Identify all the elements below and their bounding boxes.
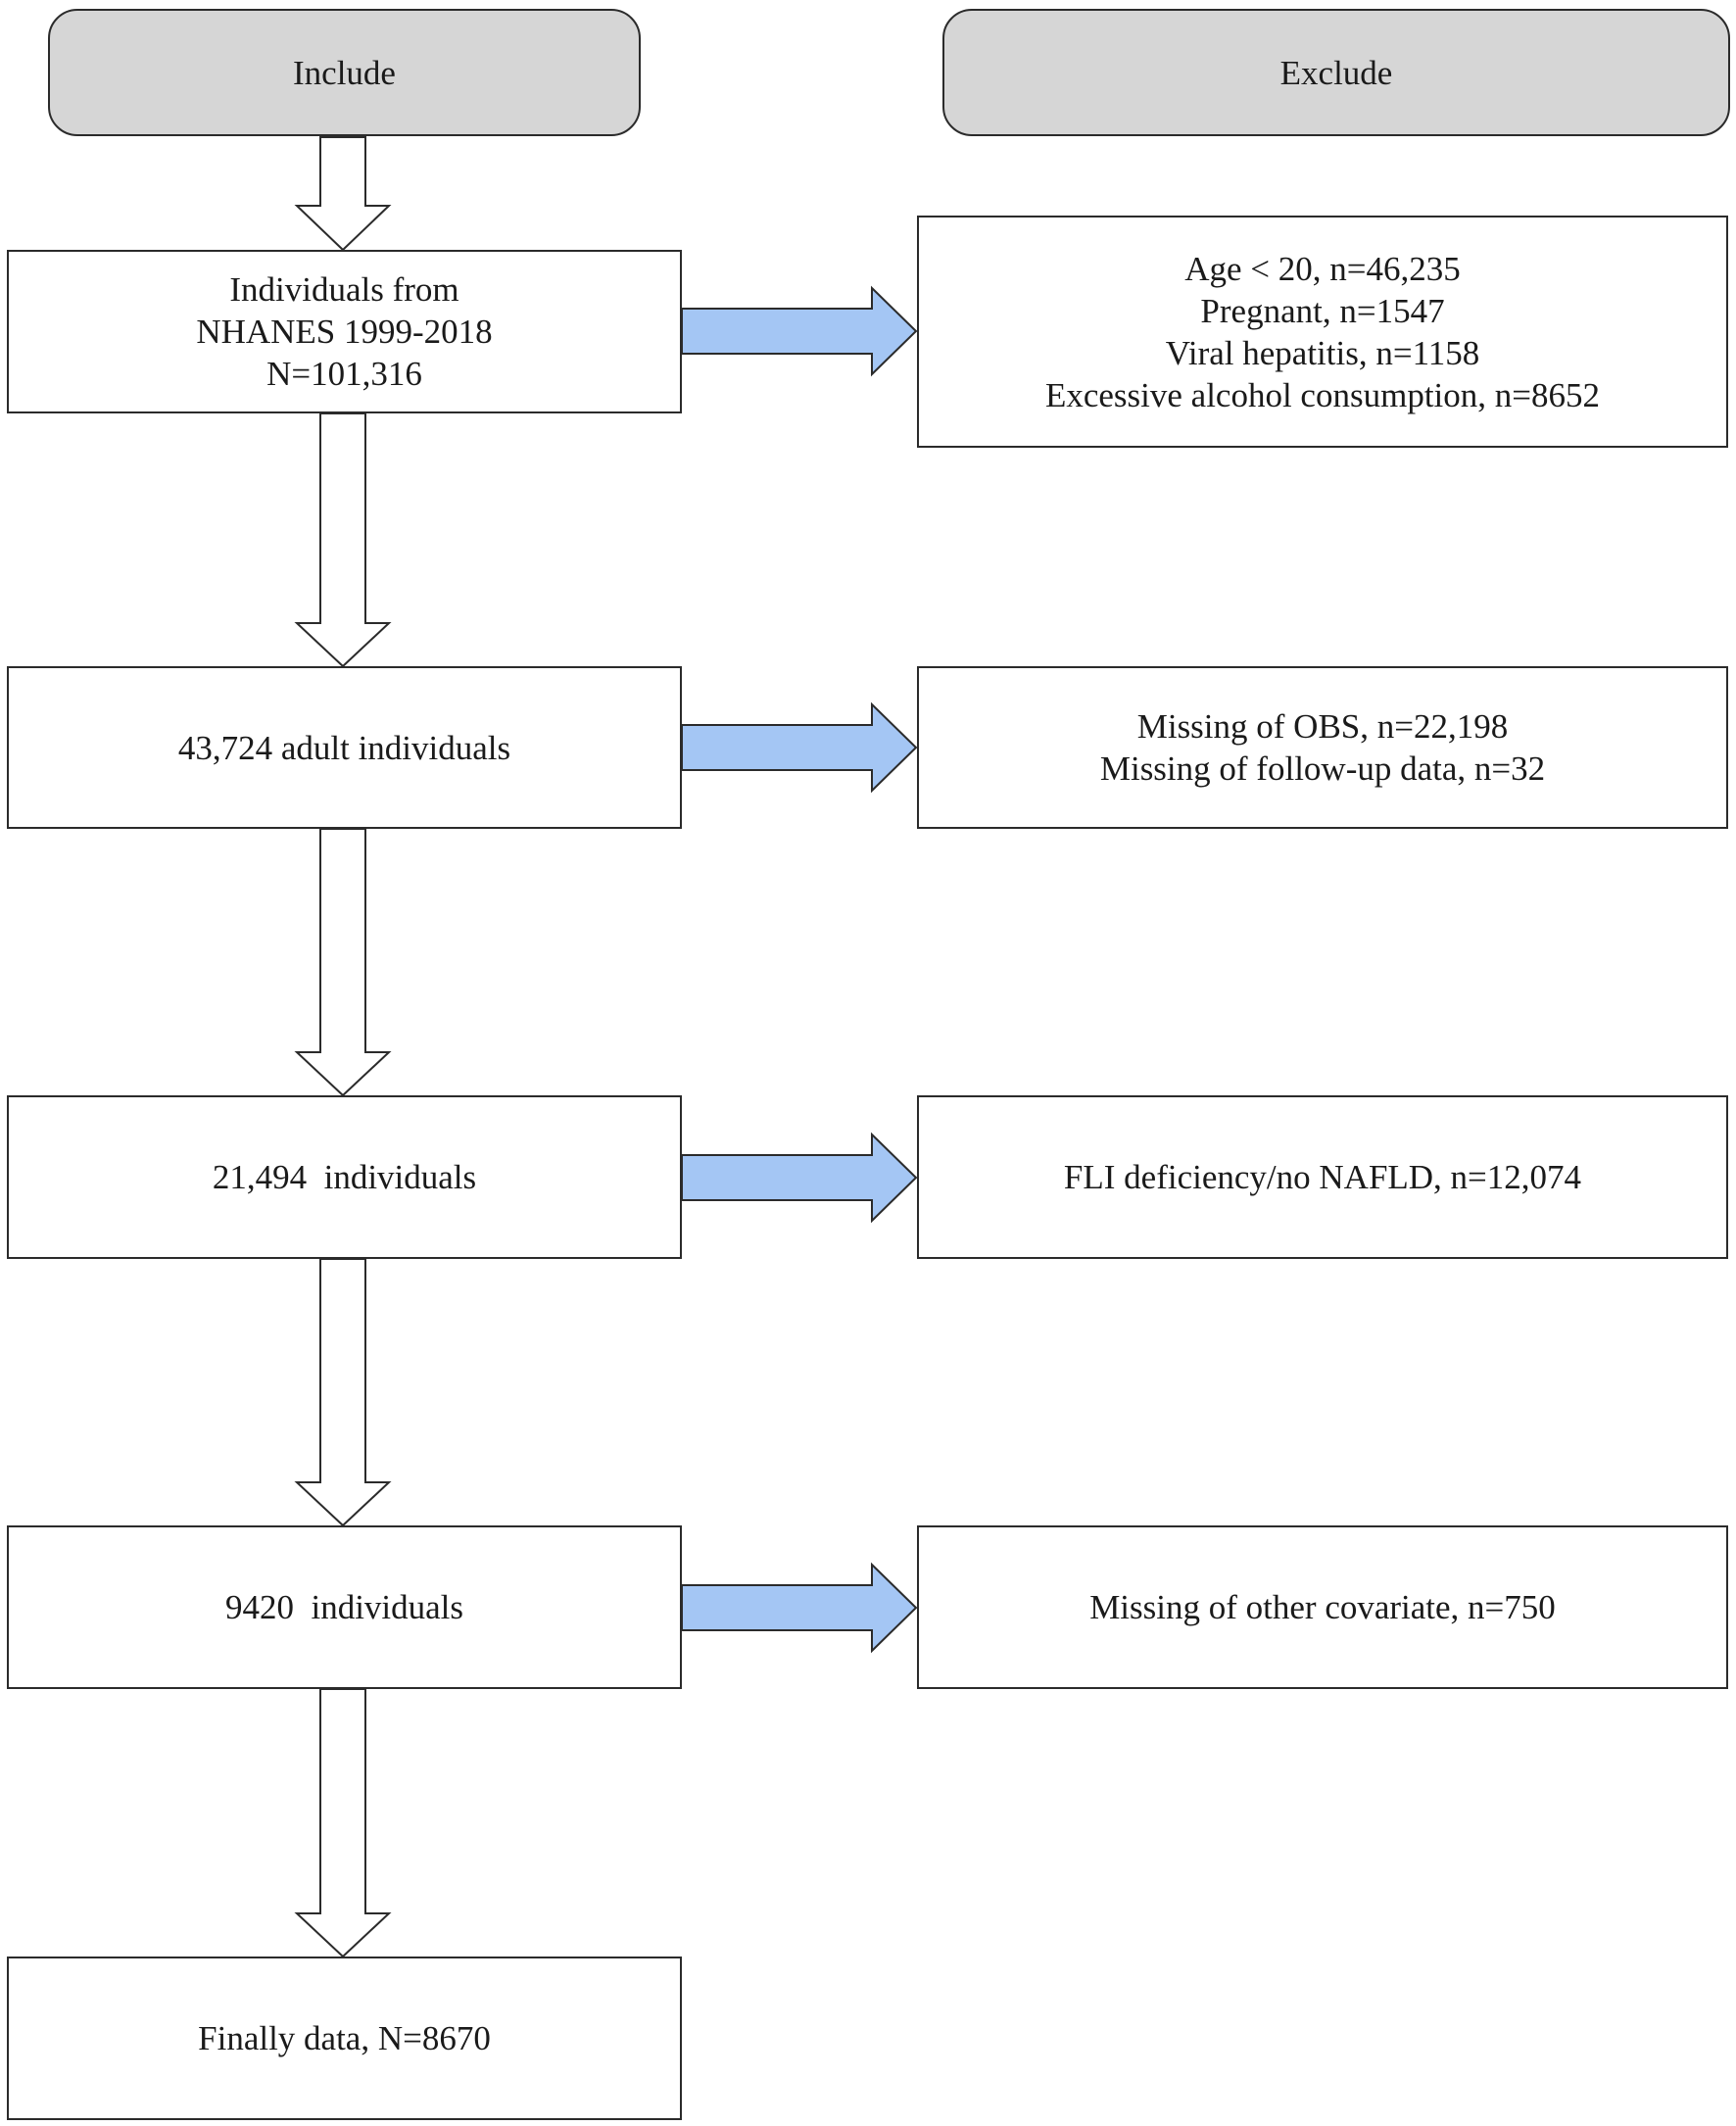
- exclude-header: Exclude: [942, 9, 1730, 136]
- exclude-box-age-pregnancy-hepatitis-alcohol: Age < 20, n=46,235 Pregnant, n=1547 Vira…: [917, 216, 1728, 448]
- exclude-box-missing-obs: Missing of OBS, n=22,198 Missing of foll…: [917, 666, 1728, 829]
- include-box-adults: 43,724 adult individuals: [7, 666, 682, 829]
- box-text-line: Pregnant, n=1547: [1200, 291, 1445, 330]
- down-arrow: [294, 412, 392, 668]
- down-arrow: [294, 1688, 392, 1958]
- down-arrow: [294, 1258, 392, 1527]
- down-arrow: [294, 136, 392, 252]
- exclude-box-covariate: Missing of other covariate, n=750: [917, 1525, 1728, 1689]
- include-box-nhanes: Individuals from NHANES 1999-2018 N=101,…: [7, 250, 682, 413]
- box-text-line: 21,494 individuals: [212, 1158, 477, 1196]
- box-text-line: Individuals from: [229, 270, 459, 309]
- box-text-line: Viral hepatitis, n=1158: [1165, 333, 1480, 372]
- box-text-line: Age < 20, n=46,235: [1184, 249, 1461, 288]
- exclude-box-fli: FLI deficiency/no NAFLD, n=12,074: [917, 1095, 1728, 1259]
- exclude-header-label: Exclude: [1279, 53, 1393, 92]
- box-text-line: Missing of follow-up data, n=32: [1099, 749, 1546, 788]
- down-arrow: [294, 828, 392, 1097]
- include-box-final: Finally data, N=8670: [7, 1957, 682, 2120]
- box-text-line: Missing of OBS, n=22,198: [1136, 707, 1509, 746]
- side-arrow: [681, 701, 918, 794]
- box-text-line: Missing of other covariate, n=750: [1089, 1588, 1556, 1626]
- include-box-9420: 9420 individuals: [7, 1525, 682, 1689]
- side-arrow: [681, 285, 918, 377]
- box-text-line: 43,724 adult individuals: [177, 728, 511, 767]
- box-text-line: NHANES 1999-2018: [196, 313, 493, 351]
- include-header-label: Include: [293, 53, 396, 92]
- box-text-line: Finally data, N=8670: [198, 2019, 491, 2057]
- side-arrow: [681, 1132, 918, 1224]
- include-header: Include: [48, 9, 641, 136]
- include-box-21494: 21,494 individuals: [7, 1095, 682, 1259]
- box-text-line: Excessive alcohol consumption, n=8652: [1044, 375, 1601, 414]
- box-text-line: N=101,316: [266, 355, 422, 393]
- side-arrow: [681, 1562, 918, 1654]
- box-text-line: FLI deficiency/no NAFLD, n=12,074: [1063, 1158, 1582, 1196]
- box-text-line: 9420 individuals: [224, 1588, 464, 1626]
